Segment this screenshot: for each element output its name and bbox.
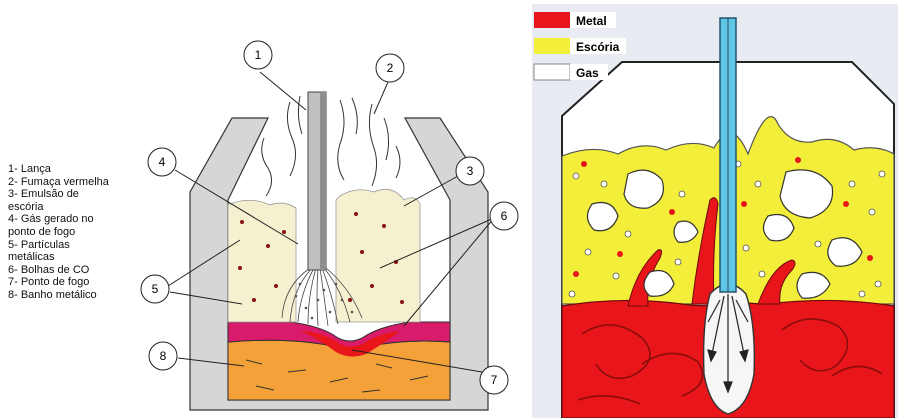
callout-4: 4	[148, 148, 176, 176]
svg-text:3: 3	[467, 164, 474, 178]
legend-line: metálicas	[8, 251, 158, 264]
svg-text:1: 1	[255, 48, 262, 62]
callout-5: 5	[141, 275, 169, 303]
callout-3: 3	[456, 157, 484, 185]
legend-line: 4- Gás gerado no	[8, 213, 158, 226]
gas-plume	[704, 284, 755, 414]
callout-1: 1	[244, 41, 272, 69]
key-label-metal: Metal	[576, 14, 607, 28]
legend-line: 6- Bolhas de CO	[8, 264, 158, 277]
legend-line: 3- Emulsão de	[8, 188, 158, 201]
legend-line: 1- Lança	[8, 163, 158, 176]
callout-8: 8	[149, 342, 177, 370]
legend-line: ponto de fogo	[8, 226, 158, 239]
legend-line: 7- Ponto de fogo	[8, 276, 158, 289]
red-smoke	[262, 96, 400, 196]
svg-text:4: 4	[159, 155, 166, 169]
key-label-gas: Gas	[576, 66, 599, 80]
legend-line: 8- Banho metálico	[8, 289, 158, 302]
callout-6: 6	[490, 202, 518, 230]
callout-2: 2	[376, 54, 404, 82]
legend-list: 1- Lança 2- Fumaça vermelha 3- Emulsão d…	[8, 163, 158, 302]
legend-line: 2- Fumaça vermelha	[8, 176, 158, 189]
key-label-slag: Escória	[576, 40, 620, 54]
svg-text:6: 6	[501, 209, 508, 223]
callout-7: 7	[480, 366, 508, 394]
vessel-cross-section: Metal Escória Gas	[532, 4, 898, 418]
lance-shading	[320, 92, 326, 270]
svg-text:5: 5	[152, 282, 159, 296]
key-swatch-metal	[534, 12, 570, 28]
svg-text:8: 8	[160, 349, 167, 363]
converter-diagram: 1 2 3 4 5 6 7 8	[140, 30, 520, 418]
svg-text:2: 2	[387, 61, 394, 75]
key-swatch-slag	[534, 38, 570, 54]
legend-line: 5- Partículas	[8, 239, 158, 252]
svg-text:7: 7	[491, 373, 498, 387]
legend-line: escória	[8, 201, 158, 214]
key-swatch-gas	[534, 64, 570, 80]
